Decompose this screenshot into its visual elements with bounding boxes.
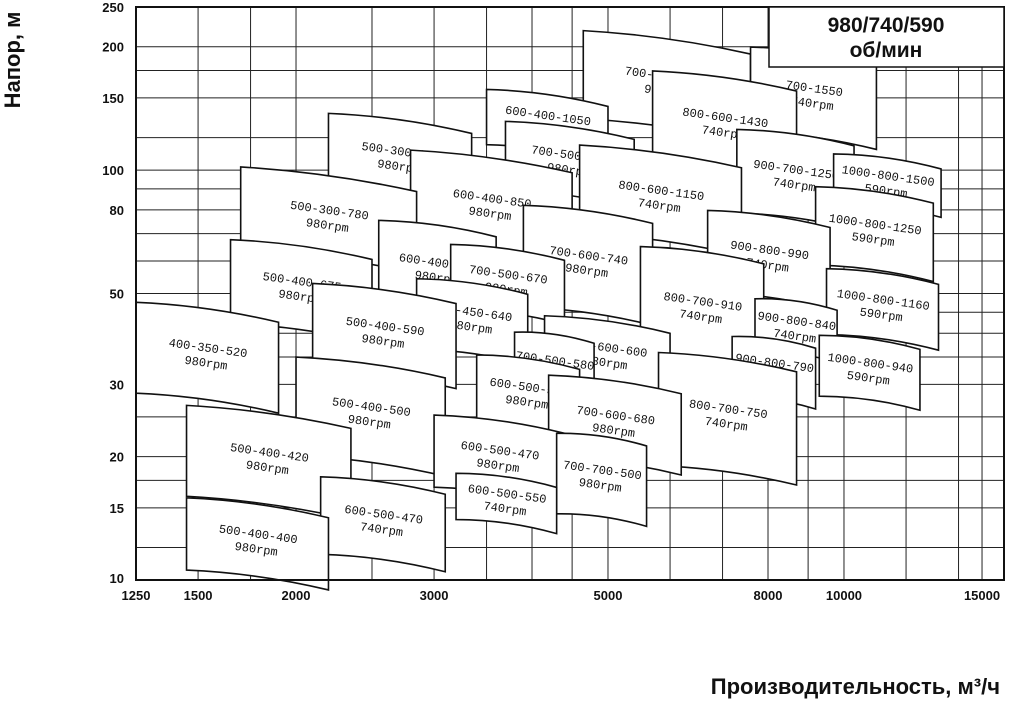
x-tick-labels: 1250 1500 2000 3000 5000 8000 10000 15000 [122,588,1001,603]
pump-region-speed: 590rpm [859,305,904,325]
pump-region-speed: 980rpm [305,216,350,236]
plot-area-frame [135,6,1005,581]
pump-region-shape [657,351,798,487]
pump-region-shape [135,301,280,415]
pump-region-shape [455,472,558,535]
x-tick-label: 15000 [964,588,1000,603]
pump-region-speed: 590rpm [846,369,891,389]
pump-region-shape [825,267,940,352]
pump-region-speed: 740rpm [790,94,835,114]
pump-region-speed: 740rpm [483,499,528,519]
x-tick-label: 1250 [122,588,151,603]
pump-region-speed: 980rpm [278,287,323,307]
x-tick-label: 10000 [826,588,862,603]
pump-region-speed: 980rpm [476,456,521,476]
x-tick-label: 1500 [184,588,213,603]
pump-region-speed: 740rpm [637,196,682,216]
pump-region-speed: 740rpm [359,520,404,540]
pump-region-speed: 980rpm [504,393,549,413]
legend-line-1: 980/740/590 [828,14,945,37]
pump-region-speed: 590rpm [851,230,896,250]
x-tick-label: 2000 [282,588,311,603]
x-tick-label: 5000 [594,588,623,603]
pump-region-speed: 980rpm [361,332,406,352]
y-tick-label: 50 [110,287,124,302]
pump-regions: 700-500-1150980rpm700-1550740rpm600-400-… [135,29,942,591]
pump-region-speed: 980rpm [448,318,493,338]
y-tick-label: 200 [102,40,124,55]
y-tick-label: 100 [102,163,124,178]
y-tick-label: 80 [110,203,124,218]
y-axis-title: Напор, м [0,12,25,109]
pump-region-speed: 980rpm [564,261,609,281]
pump-region-shape [555,432,648,528]
y-tick-label: 10 [110,571,124,586]
legend-frame [768,6,1005,68]
pump-region-speed: 980rpm [234,540,279,560]
y-tick-label: 250 [102,0,124,15]
pump-region-speed: 740rpm [772,175,817,195]
pump-region-shape [818,334,921,412]
pump-region-speed: 980rpm [347,413,392,433]
pump-region-speed: 740rpm [704,415,749,435]
x-tick-label: 8000 [754,588,783,603]
y-tick-label: 150 [102,91,124,106]
pump-region-speed: 980rpm [468,204,513,224]
pump-region-speed: 980rpm [184,354,229,374]
pump-region-speed: 980rpm [245,458,290,478]
legend-box: 980/740/590 об/мин [768,6,1005,68]
pump-region-speed: 980rpm [578,476,623,496]
pump-region-speed: 740rpm [701,123,746,143]
pump-region-shape [185,497,330,591]
y-tick-label: 15 [110,501,124,516]
legend-line-2: об/мин [850,39,923,62]
x-tick-label: 3000 [420,588,449,603]
x-axis-title: Производительность, м³/ч [711,674,1000,699]
pump-region-shape [814,185,935,283]
pump-region-speed: 740rpm [678,307,723,327]
y-tick-label: 20 [110,450,124,465]
y-tick-label: 30 [110,377,124,392]
pump-region-shape [319,475,447,573]
y-tick-labels: 10 15 20 30 50 80 100 150 200 250 [102,0,124,586]
